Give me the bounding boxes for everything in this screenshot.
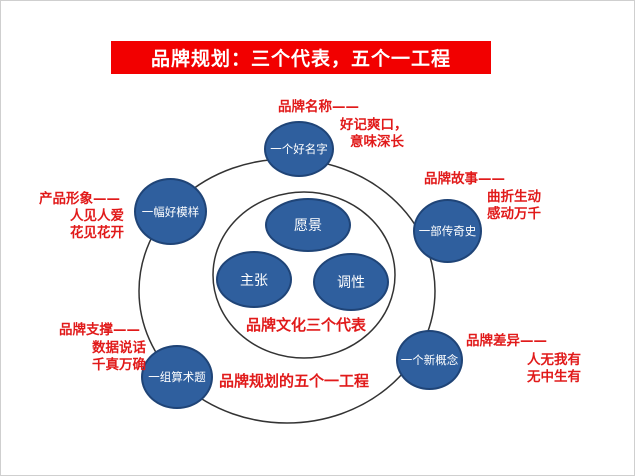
inner-ring-label: 品牌文化三个代表 <box>246 316 367 334</box>
page-title: 品牌规划：三个代表，五个一工程 <box>111 41 491 74</box>
node-good-name: 一个好名字 <box>264 121 334 177</box>
note-brand-support: 品牌支撑—— <box>59 322 140 339</box>
note-brand-support-detail: 数据说话 千真万确 <box>80 340 146 374</box>
note-heading: 品牌故事—— <box>424 171 505 187</box>
note-product-image: 产品形象—— <box>39 191 120 208</box>
note-detail-line: 花见花开 <box>70 225 124 241</box>
note-brand-story-detail: 曲折生动 感动万千 <box>487 189 541 223</box>
note-brand-difference: 品牌差异—— <box>466 333 547 350</box>
note-detail-line: 意味深长 <box>350 134 404 150</box>
note-brand-name: 品牌名称—— <box>278 99 359 116</box>
node-legend-story: 一部传奇史 <box>413 199 482 263</box>
node-vision: 愿景 <box>265 198 351 252</box>
note-brand-story: 品牌故事—— <box>424 171 505 188</box>
note-detail-line: 数据说话 <box>92 340 146 356</box>
inner-ring <box>212 191 396 359</box>
node-good-look: 一幅好模样 <box>134 178 207 245</box>
note-heading: 品牌名称—— <box>278 99 359 115</box>
node-proposition: 主张 <box>216 251 292 308</box>
note-heading: 品牌支撑—— <box>59 322 140 338</box>
note-brand-difference-detail: 人无我有 无中生有 <box>527 352 581 386</box>
note-heading: 品牌差异—— <box>466 333 547 349</box>
note-detail-line: 千真万确 <box>92 357 146 373</box>
node-arithmetic: 一组算术题 <box>141 345 213 409</box>
note-detail-line: 好记爽口， <box>340 117 408 133</box>
note-detail-line: 曲折生动 <box>487 189 541 205</box>
note-detail-line: 人无我有 <box>527 352 581 368</box>
note-product-image-detail: 人见人爱 花见花开 <box>58 208 124 242</box>
node-new-concept: 一个新概念 <box>396 330 463 390</box>
outer-ring-label: 品牌规划的五个一工程 <box>219 372 370 390</box>
note-detail-line: 人见人爱 <box>70 208 124 224</box>
note-heading: 产品形象—— <box>39 191 120 207</box>
note-detail-line: 感动万千 <box>487 206 541 222</box>
node-tone: 调性 <box>313 253 389 311</box>
note-detail-line: 无中生有 <box>527 369 581 385</box>
note-brand-name-detail: 好记爽口， 意味深长 <box>340 117 408 151</box>
